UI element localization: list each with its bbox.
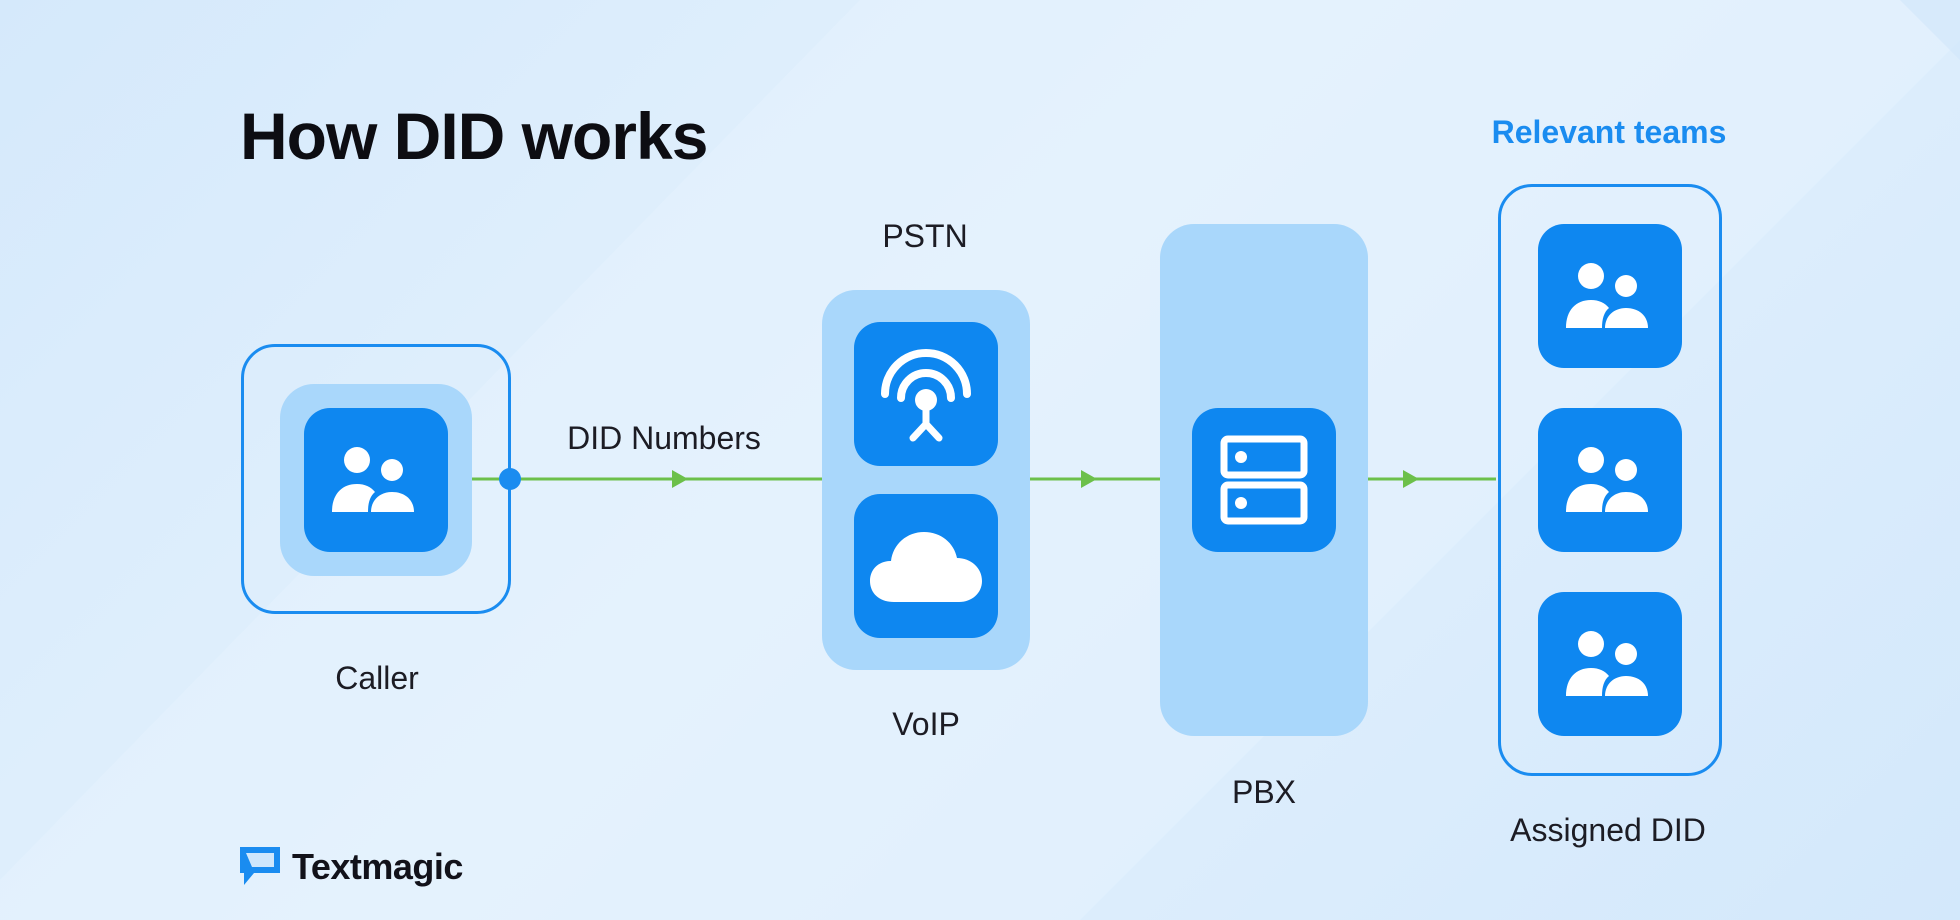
team-tile: [1538, 408, 1682, 552]
caller-tile: [304, 408, 448, 552]
server-icon: [1220, 435, 1308, 525]
pstn-label: PSTN: [882, 218, 968, 254]
people-icon: [1566, 631, 1648, 696]
cloud-icon: [870, 532, 982, 602]
caller-frame: [241, 344, 511, 614]
pbx-label: PBX: [1231, 774, 1297, 810]
antenna-icon: [881, 349, 971, 442]
assigned-did-label: Assigned DID: [1510, 812, 1706, 848]
arrow-head: [1403, 470, 1419, 488]
pstn-tile: [854, 322, 998, 466]
team-tile: [1538, 224, 1682, 368]
voip-tile: [854, 494, 998, 638]
textmagic-logo-icon: [240, 847, 280, 885]
people-icon: [1566, 447, 1648, 512]
did-numbers-label: DID Numbers: [567, 420, 761, 456]
people-icon: [1566, 263, 1648, 328]
brand-name: Textmagic: [292, 846, 463, 887]
team-tile: [1538, 592, 1682, 736]
arrow-head: [672, 470, 688, 488]
brand-logo: Textmagic: [240, 846, 463, 888]
relevant-teams-label: Relevant teams: [1491, 114, 1727, 150]
page-title: How DID works: [240, 99, 708, 173]
people-icon: [332, 447, 414, 512]
voip-label: VoIP: [892, 706, 960, 742]
pbx-tile: [1192, 408, 1336, 552]
arrow-head: [1081, 470, 1097, 488]
teams-frame: [1498, 184, 1722, 776]
caller-label: Caller: [335, 660, 419, 696]
